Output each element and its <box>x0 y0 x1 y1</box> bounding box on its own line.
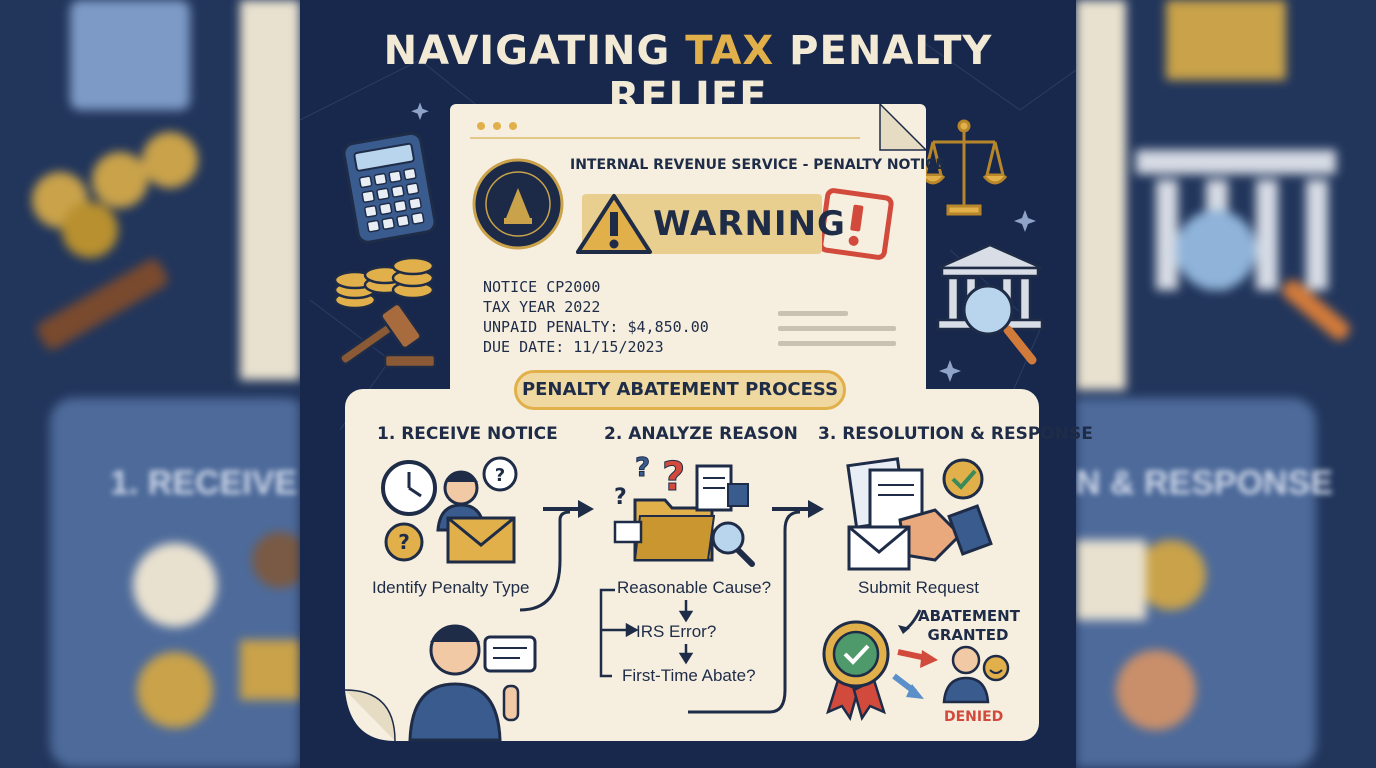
background-right-panel: N & RESPONSE <box>1076 0 1376 768</box>
step-3-caption: Submit Request <box>858 578 979 597</box>
folder-icon <box>633 498 716 562</box>
background-left-panel: 1. RECEIVE N <box>0 0 300 768</box>
clock-icon <box>381 460 437 516</box>
step-3-title: 3. RESOLUTION & RESPONSE <box>818 424 1093 444</box>
background-left-art <box>32 0 300 768</box>
svg-text:?: ? <box>635 453 650 483</box>
happy-people-icon <box>942 645 1010 704</box>
step-1-caption: Identify Penalty Type <box>372 578 530 597</box>
abatement-process-panel <box>345 389 1039 741</box>
badge-icon <box>822 620 890 721</box>
check-circle-icon <box>942 458 984 500</box>
step-1-title: 1. RECEIVE NOTICE <box>377 424 558 444</box>
svg-text:?: ? <box>398 530 410 554</box>
scales-icon <box>920 119 1008 216</box>
notice-header: INTERNAL REVENUE SERVICE - PENALTY NOTIC… <box>570 157 946 173</box>
svg-text:?: ? <box>614 485 627 510</box>
outcome-granted: ABATEMENT GRANTED <box>918 607 1020 644</box>
option-first-time-abate: First-Time Abate? <box>622 666 756 685</box>
gavel-icon <box>339 302 437 369</box>
warning-label: WARNING <box>653 204 846 244</box>
coins-icon <box>333 256 435 310</box>
step-2-title: 2. ANALYZE REASON <box>604 424 798 444</box>
magnifier-small-icon <box>711 521 755 567</box>
background-right-text: N & RESPONSE <box>1076 464 1333 502</box>
outcome-denied: DENIED <box>944 709 1004 725</box>
process-title: PENALTY ABATEMENT PROCESS <box>521 379 839 400</box>
magnifier-icon <box>962 284 1037 365</box>
background-left-text: 1. RECEIVE N <box>110 464 300 502</box>
process-title-pill <box>514 370 846 410</box>
alert-icon <box>818 188 894 260</box>
question-marks-icon: ? ? ? <box>614 453 686 511</box>
decision-flow <box>599 588 694 678</box>
svg-text:?: ? <box>495 465 505 486</box>
person-pointing-icon <box>408 624 537 742</box>
background-right-art <box>1076 0 1350 768</box>
question-icon: ? ? <box>384 456 518 562</box>
svg-text:?: ? <box>662 454 685 500</box>
arrow-icon-2 <box>772 500 824 518</box>
documents-icon <box>613 464 749 544</box>
notice-unpaid-penalty: UNPAID PENALTY: $4,850.00 <box>483 318 709 336</box>
envelope-icon <box>446 516 516 564</box>
calculator-icon <box>342 131 437 244</box>
notice-due-date: DUE DATE: 11/15/2023 <box>483 338 664 356</box>
notice-id: NOTICE CP2000 <box>483 278 601 296</box>
notice-tax-year: TAX YEAR 2022 <box>483 298 601 316</box>
envelope-icon-2 <box>847 525 911 571</box>
seal-icon <box>472 158 564 250</box>
arrow-icon <box>543 500 594 518</box>
outcome-arrows <box>892 649 938 699</box>
option-reasonable-cause: Reasonable Cause? <box>617 578 772 597</box>
option-irs-error: IRS Error? <box>636 622 717 641</box>
